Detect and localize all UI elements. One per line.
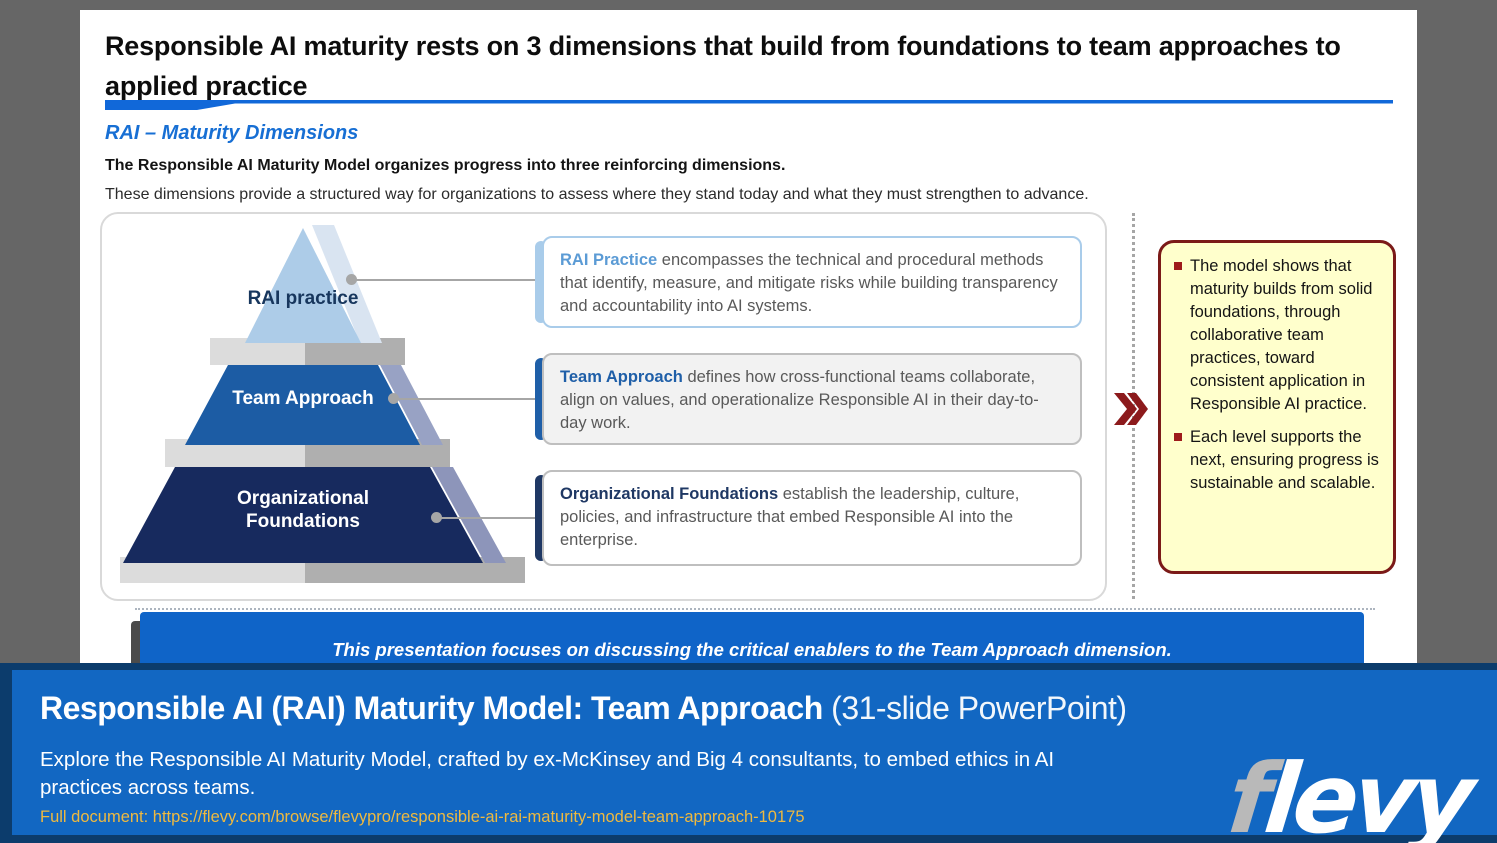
desc-text: encompasses the technical and procedural… xyxy=(560,251,1058,315)
callout-bullet-text: Each level supports the next, ensuring p… xyxy=(1190,428,1379,492)
document-description: Explore the Responsible AI Maturity Mode… xyxy=(40,746,1054,802)
section-label: RAI – Maturity Dimensions xyxy=(105,122,359,144)
document-description-line1: Explore the Responsible AI Maturity Mode… xyxy=(40,748,1055,771)
pyramid-level-team-approach: Team Approach xyxy=(232,388,374,409)
pyramid-level-rai-practice: RAI practice xyxy=(247,288,359,309)
full-document-link[interactable]: Full document: https://flevy.com/browse/… xyxy=(40,808,805,826)
flevy-logo: flevy xyxy=(1223,743,1475,843)
focus-banner-text: This presentation focuses on discussing … xyxy=(332,639,1172,660)
slide: Responsible AI maturity rests on 3 dimen… xyxy=(80,10,1417,663)
document-title-suffix: (31-slide PowerPoint) xyxy=(822,690,1127,726)
desc-box-team-approach: Team Approach defines how cross-function… xyxy=(542,353,1082,445)
desc-text: defines how cross-functional teams colla… xyxy=(560,368,1039,432)
desc-box-rai-practice: RAI Practice encompasses the technical a… xyxy=(542,236,1082,328)
document-description-line2: practices across teams. xyxy=(40,776,256,799)
connector-dot xyxy=(388,393,399,404)
callout-bullet: Each level supports the next, ensuring p… xyxy=(1172,426,1384,495)
desc-box-organizational-foundations: Organizational Foundations establish the… xyxy=(542,470,1082,566)
footer-panel: Responsible AI (RAI) Maturity Model: Tea… xyxy=(12,670,1497,843)
pyramid-level-organizational-foundations: Organizational Foundations xyxy=(237,488,369,532)
key-takeaways-callout: The model shows that maturity builds fro… xyxy=(1158,240,1396,574)
document-title-main: Responsible AI (RAI) Maturity Model: Tea… xyxy=(40,690,823,726)
connector-line xyxy=(395,398,542,400)
slide-title: Responsible AI maturity rests on 3 dimen… xyxy=(105,31,1341,101)
intro-text: These dimensions provide a structured wa… xyxy=(105,186,1089,203)
callout-bullet: The model shows that maturity builds fro… xyxy=(1172,255,1384,416)
desc-lead: Organizational Foundations xyxy=(560,485,779,503)
connector-line xyxy=(438,517,542,519)
pyramid-graphic xyxy=(120,225,525,583)
flevy-footer: Responsible AI (RAI) Maturity Model: Tea… xyxy=(0,663,1497,843)
connector-dot xyxy=(346,274,357,285)
intro-bold-text: The Responsible AI Maturity Model organi… xyxy=(105,157,786,174)
desc-lead: RAI Practice xyxy=(560,251,658,269)
desc-text: establish the leadership, culture, polic… xyxy=(560,485,1020,549)
flevy-logo-levy: levy xyxy=(1259,743,1475,843)
document-title: Responsible AI (RAI) Maturity Model: Tea… xyxy=(40,690,1127,727)
callout-bullet-text: The model shows that maturity builds fro… xyxy=(1190,257,1373,413)
maturity-pyramid: RAI practice Team Approach Organizationa… xyxy=(120,225,530,590)
connector-line xyxy=(352,279,542,281)
horizontal-dotted-line xyxy=(135,608,1375,610)
connector-dot xyxy=(431,512,442,523)
focus-banner: This presentation focuses on discussing … xyxy=(140,612,1364,663)
chevron-right-icon xyxy=(1112,389,1150,429)
square-bullet-icon xyxy=(1174,262,1182,270)
title-divider xyxy=(105,97,1393,110)
desc-lead: Team Approach xyxy=(560,368,683,386)
square-bullet-icon xyxy=(1174,433,1182,441)
